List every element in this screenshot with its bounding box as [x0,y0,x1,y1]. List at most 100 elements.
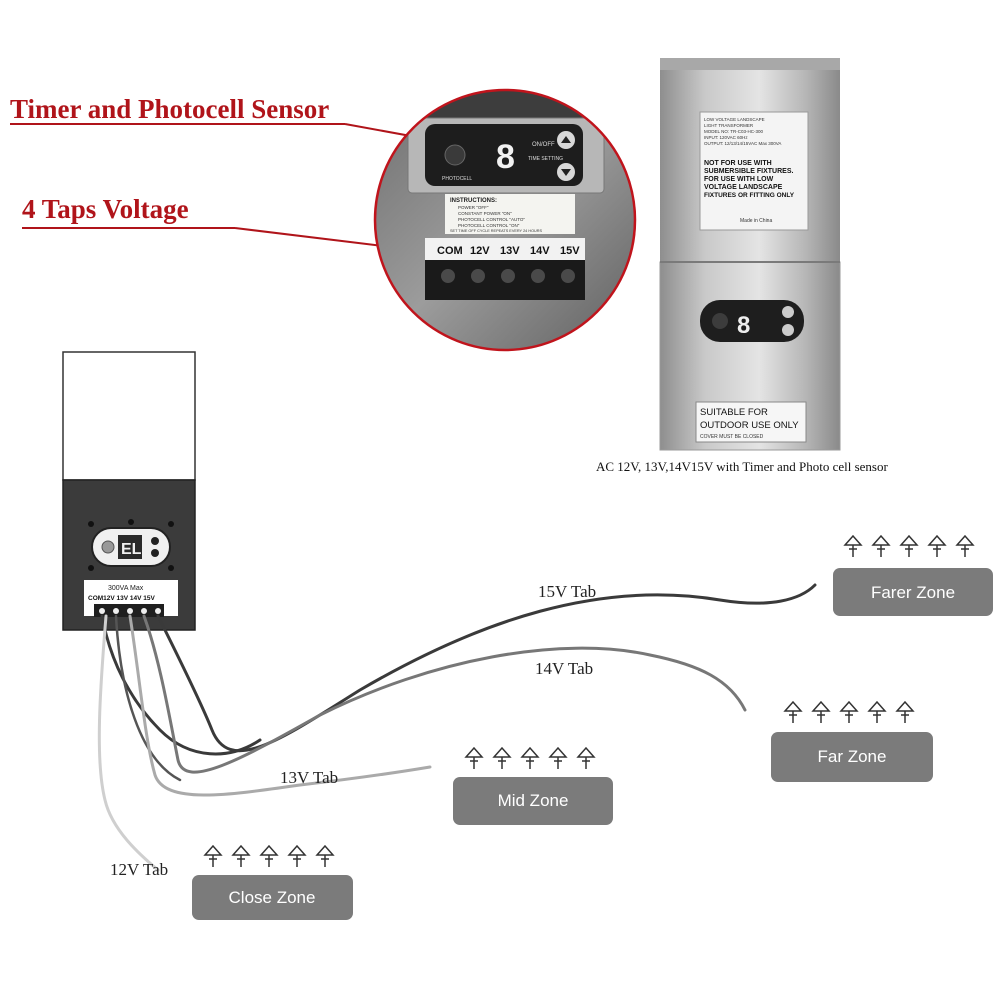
light-fixture-icon [843,534,863,557]
tab-13v-label: 13V Tab [280,768,338,787]
product-photocell-sensor [712,313,728,329]
zoom-time-setting-label: TIME SETTING [528,156,563,162]
product-label-line-0: LOW VOLTAGE LANDSCAPE [704,117,765,122]
product-label-line-7: FOR USE WITH LOW [704,176,774,183]
zoom-instructions-title: INSTRUCTIONS: [450,198,497,204]
product-outdoor-sticker [695,401,807,443]
product-caption: AC 12V, 13V,14V15V with Timer and Photo … [596,459,888,474]
product-spec-label [699,111,809,231]
product-label-line-8: VOLTAGE LANDSCAPE [704,184,783,191]
diagram-terminal-screw [127,608,133,614]
product-label-line-5: NOT FOR USE WITH [704,160,772,167]
wire-13v [128,614,432,797]
zoom-up-arrow-icon [561,136,571,143]
zoom-terminal-screw [501,269,515,283]
diagram-terminal-screw [113,608,119,614]
light-fixture-icon [867,700,887,723]
wire-com-a [100,614,262,756]
product-label-line-3: INPUT: 120VAC 60Hz [704,135,748,140]
light-fixture-icon [895,700,915,723]
far-zone-box [771,732,933,782]
light-fixture-icon [955,534,975,557]
zoom-terminal-screw [441,269,455,283]
zoom-instruction-0: POWER "OFF" [458,205,489,210]
zoom-instruction-1: CONSTANT POWER "ON" [458,211,512,216]
light-fixture-icon [783,700,803,723]
zoom-circle-border [373,88,637,352]
zoom-circle: PHOTOCELL 8 ON/OFF TIME SETTING INSTRUCT… [373,88,637,352]
product-label-line-6: SUBMERSIBLE FIXTURES. [704,168,794,175]
light-fixture-icon [231,844,251,867]
farer-zone-label: Farer Zone [871,583,955,602]
far-zone-label: Far Zone [818,747,887,766]
product-digit-display: 8 [737,312,750,339]
zoom-instruction-4: SET TIME OFF CYCLE REPEATS EVERY 24 HOUR… [450,229,543,233]
diagram-photocell-sensor [101,540,115,554]
light-fixture-icon [315,844,335,867]
product-outdoor-line-2: COVER MUST BE CLOSED [700,434,764,440]
diagram-tap-labels: COM12V 13V 14V 15V [88,595,156,602]
diagram-up-button [151,537,159,545]
timer-callout-label: Timer and Photocell Sensor [10,94,329,124]
light-fixture-icon [871,534,891,557]
product-outdoor-line-0: SUITABLE FOR [700,407,768,418]
diagram-terminal-screw [99,608,105,614]
zoom-control-panel [425,124,583,186]
light-fixtures [203,534,975,867]
zoom-tap-label-strip [425,238,585,260]
zoom-instruction-3: PHOTOCELL CONTROL "ON" [458,223,520,228]
zoom-instruction-2: PHOTOCELL CONTROL "AUTO" [458,217,525,222]
close-zone-box [192,875,353,920]
zoom-onoff-label: ON/OFF [532,142,555,148]
zoom-tap-12v: 12V [470,245,490,257]
wires [97,583,817,872]
tab-15v-label: 15V Tab [538,582,596,601]
wire-14v [142,614,747,774]
diagram-terminal-screw [141,608,147,614]
tab-12v-label: 12V Tab [110,860,168,879]
wire-12v [97,614,160,872]
product-control-panel [700,300,804,342]
light-fixture-icon [492,746,512,769]
product-outdoor-line-1: OUTDOOR USE ONLY [700,420,799,431]
light-fixture-icon [259,844,279,867]
product-down-button [782,324,794,336]
wire-15v [156,583,817,753]
light-fixture-icon [287,844,307,867]
zoom-photocell-label: PHOTOCELL [442,176,472,182]
zoom-tap-13v: 13V [500,245,520,257]
light-fixture-icon [203,844,223,867]
zoom-tap-com: COM [437,245,463,257]
zoom-down-arrow-icon [561,169,571,176]
product-label-line-10: Made in China [740,218,772,224]
diagram-display [118,535,142,559]
farer-zone-box [833,568,993,616]
zoom-digit-display: 8 [496,138,515,176]
light-fixture-icon [811,700,831,723]
zoom-terminal-screw [471,269,485,283]
mid-zone-label: Mid Zone [498,791,569,810]
wire-com-b [114,614,182,782]
light-fixture-icon [899,534,919,557]
light-fixture-icon [464,746,484,769]
product-label-line-4: OUTPUT: 12/13/14/15VAC Max 300VA [704,141,781,146]
diagram-display-text: EL [121,541,142,558]
product-photo: LOW VOLTAGE LANDSCAPE LIGHT TRANSFORMER … [659,58,841,451]
zoom-terminal-screw [531,269,545,283]
light-fixture-icon [576,746,596,769]
light-fixture-icon [839,700,859,723]
mid-zone-box [453,777,613,825]
zoom-photocell-sensor [444,144,466,166]
zoom-instructions-card [445,194,575,234]
zoom-tap-14v: 14V [530,245,550,257]
tab-14v-label: 14V Tab [535,659,593,678]
zoom-tap-15v: 15V [560,245,580,257]
diagram-down-button [151,549,159,557]
product-label-line-1: LIGHT TRANSFORMER [704,123,754,128]
product-label-line-2: MODEL NO: TR-C03-HC-300 [704,129,764,134]
diagram-max-label: 300VA Max [108,585,144,592]
diagram-terminal-screw [155,608,161,614]
taps-callout-label: 4 Taps Voltage [22,194,189,224]
